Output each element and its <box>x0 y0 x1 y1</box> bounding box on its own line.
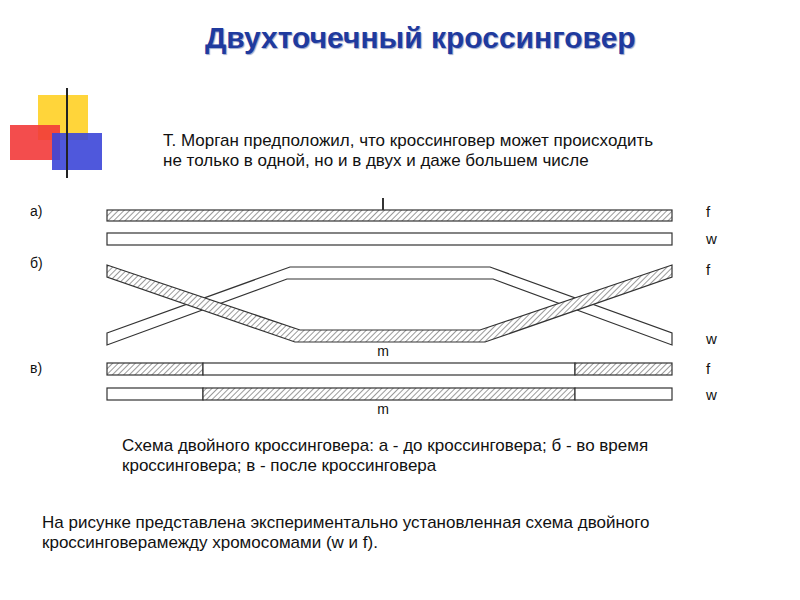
gene-label: m <box>377 401 389 418</box>
gene-label: f <box>706 261 710 279</box>
stage-label: в) <box>30 360 42 377</box>
chromosomes-after <box>107 363 672 400</box>
chromosomes-before <box>107 198 672 245</box>
chromosomes-during <box>107 265 672 345</box>
slide-title: Двухточечный кроссинговер <box>205 20 636 56</box>
gene-label: f <box>706 203 710 221</box>
note-text: На рисунке представлена экспериментально… <box>42 513 777 554</box>
figure-caption: Схема двойного кроссинговера: а - до кро… <box>122 436 682 477</box>
gene-label: m <box>377 343 389 360</box>
intro-text: Т. Морган предположил, что кроссинговер … <box>163 131 663 172</box>
gene-label: w <box>706 330 717 348</box>
corner-decoration <box>10 88 760 178</box>
gene-label: w <box>706 386 717 404</box>
gene-label: w <box>706 230 717 248</box>
stage-label: б) <box>30 255 43 272</box>
stage-label: а) <box>30 203 42 220</box>
gene-label: f <box>706 360 710 378</box>
